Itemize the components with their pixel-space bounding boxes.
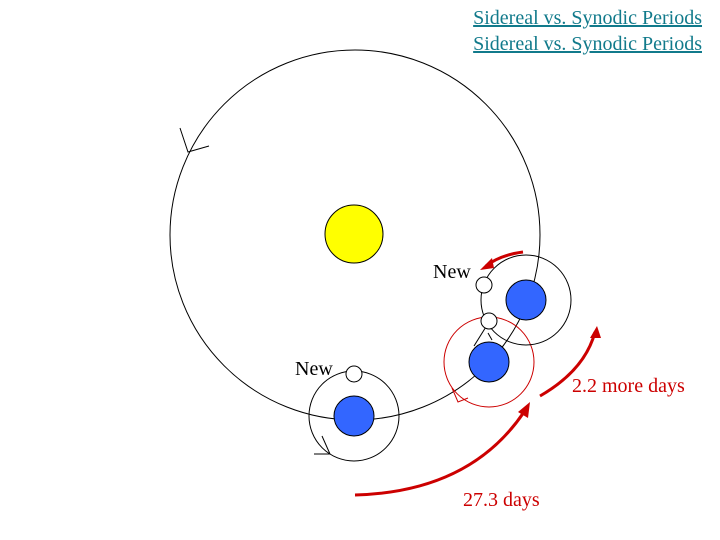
title-link-2[interactable]: Sidereal vs. Synodic Periods <box>473 33 702 55</box>
sidereal-arrowhead <box>518 402 530 418</box>
orbit-direction-arrow <box>179 127 210 153</box>
moon-orbit-arrow-middle <box>451 387 469 403</box>
moon-advance-arrowhead <box>480 258 494 270</box>
label-sidereal: 27.3 days <box>463 489 540 511</box>
synodic-extra-arrowhead <box>590 326 601 338</box>
moon-orbit-right <box>480 254 572 346</box>
earth-middle <box>468 341 510 383</box>
title-link-1[interactable]: Sidereal vs. Synodic Periods <box>473 7 702 29</box>
label-synodic-extra: 2.2 more days <box>572 375 685 397</box>
moon-new-left <box>345 365 363 383</box>
sidereal-arrow <box>354 411 526 497</box>
label-new-lower: New <box>295 358 333 380</box>
moon-orbit-tick-middle <box>487 332 493 341</box>
moon-new-right <box>475 276 493 294</box>
moon-orbit-arrow-left <box>314 435 331 455</box>
moon-middle-position <box>480 312 498 330</box>
earth-right <box>505 279 547 321</box>
label-new-upper: New <box>433 261 471 283</box>
sun <box>324 204 384 264</box>
synodic-extra-arrow <box>539 331 597 398</box>
earth-left <box>333 395 375 437</box>
